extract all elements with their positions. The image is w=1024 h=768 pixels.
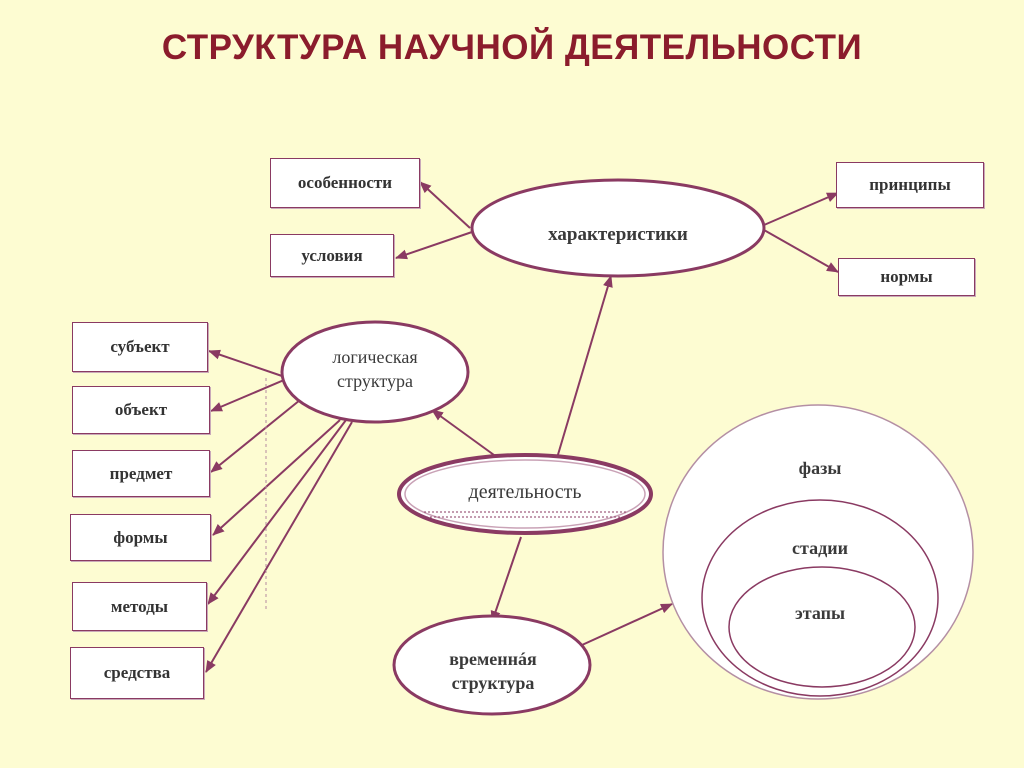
arrow-logical-object: [210, 379, 285, 412]
features-box: особенности: [270, 158, 420, 208]
arrow-temporal-phases: [581, 603, 673, 646]
arrow-characteristics-principles: [763, 192, 839, 226]
temporal-structure-label: временнáя структура: [449, 649, 537, 693]
characteristics-ellipse: [470, 178, 766, 278]
norms-box: нормы: [838, 258, 975, 296]
means-box: средства: [70, 647, 204, 699]
connectors: [205, 181, 839, 673]
methods-box: методы: [72, 582, 207, 631]
arrow-logical-means: [205, 421, 353, 673]
subject-box: субъект: [72, 322, 208, 372]
steps-label: этапы: [794, 603, 846, 623]
characteristics-label: характеристики: [548, 224, 688, 245]
arrow-logical-methods: [207, 419, 347, 605]
logical-ellipse: [280, 320, 470, 424]
phases-label: фазы: [798, 458, 842, 478]
stages-label: стадии: [792, 538, 848, 558]
arrow-activity-temporal: [490, 536, 522, 623]
principles-box: принципы: [836, 162, 984, 208]
arrow-logical-forms: [212, 419, 341, 536]
arrow-logical-subject: [208, 349, 283, 377]
activity-label: деятельность: [468, 481, 582, 503]
temporal-ellipse: [392, 614, 592, 716]
arrow-activity-characteristics: [556, 275, 613, 459]
arrow-activity-logical: [431, 409, 495, 456]
arrow-characteristics-norms: [763, 229, 839, 273]
forms-box: формы: [70, 514, 211, 561]
logical-structure-label: логическая структура: [332, 347, 418, 391]
object-box: объект: [72, 386, 210, 434]
activity-ellipse-outer: [397, 453, 653, 535]
conditions-box: условия: [270, 234, 394, 277]
arrow-characteristics-conditions: [395, 231, 473, 260]
arrow-characteristics-features: [419, 181, 471, 229]
arrow-logical-topic: [210, 399, 301, 473]
steps-ellipse: [728, 566, 916, 688]
topic-box: предмет: [72, 450, 210, 497]
page-title: СТРУКТУРА НАУЧНОЙ ДЕЯТЕЛЬНОСТИ: [161, 28, 863, 67]
activity-ellipse-inner: [404, 459, 646, 529]
